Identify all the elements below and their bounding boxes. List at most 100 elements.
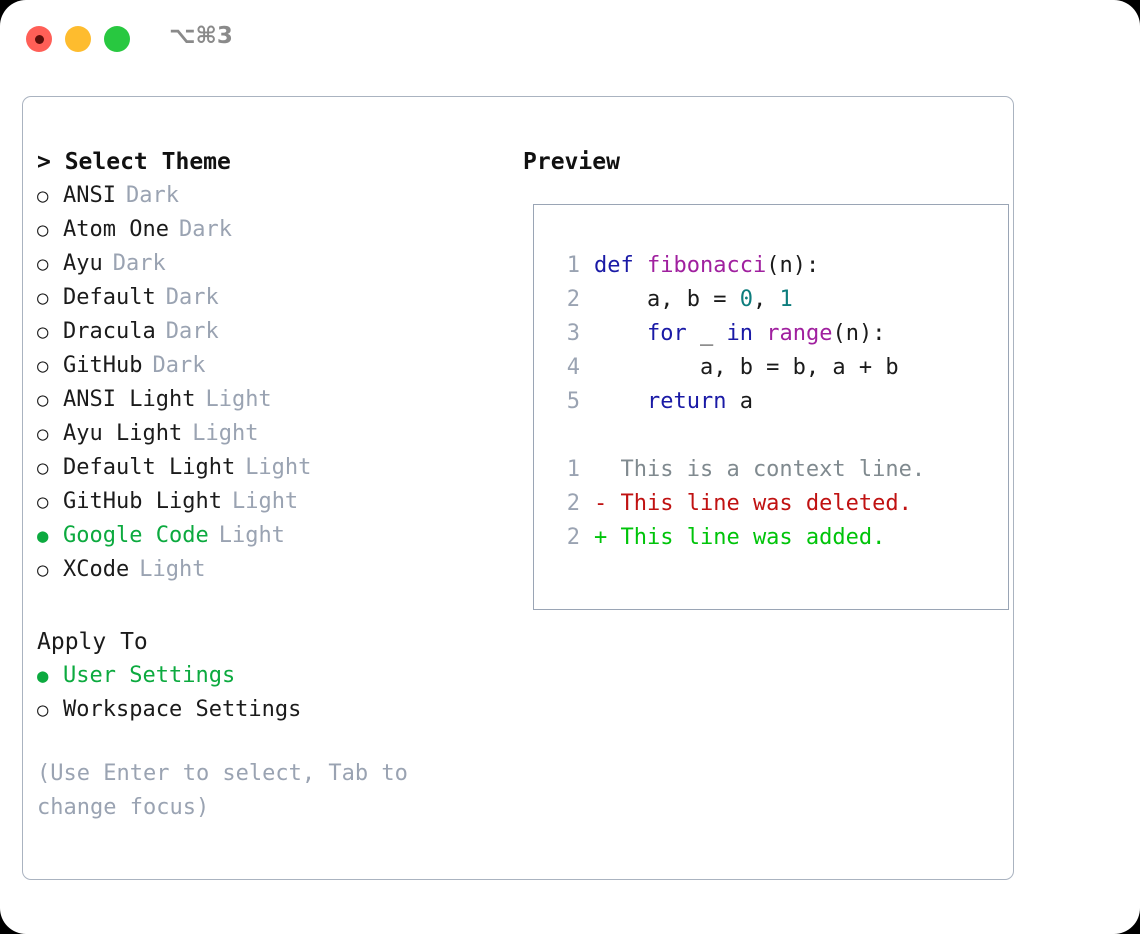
diff-line-add: 2 + This line was added. <box>552 521 925 555</box>
code-token: in <box>726 321 753 346</box>
preview-heading: Preview <box>523 149 620 175</box>
code-line-text: for _ in range(n): <box>594 317 885 351</box>
theme-option-ansi[interactable]: ○ ANSI Dark <box>37 179 492 213</box>
theme-option-category: Light <box>192 421 259 446</box>
theme-option-label: Default Light <box>63 455 236 480</box>
theme-option-label: Ayu Light <box>63 421 183 446</box>
apply-to-option-workspace-settings[interactable]: ○Workspace Settings <box>37 693 492 727</box>
theme-option-category: Dark <box>152 353 206 378</box>
apply-to-option-label: User Settings <box>63 663 236 688</box>
line-number: 1 <box>566 253 580 278</box>
code-token: range <box>766 321 833 346</box>
diff-line-text: + This line was added. <box>594 525 886 550</box>
code-token: a, b = b, a + b <box>594 355 899 380</box>
theme-option-label: Atom One <box>63 217 169 242</box>
code-token: for <box>646 321 687 346</box>
theme-option-category: Dark <box>165 285 219 310</box>
line-number: 2 <box>566 525 580 550</box>
theme-option-ayu-light[interactable]: ○ Ayu Light Light <box>37 417 492 451</box>
theme-option-atom-one[interactable]: ○ Atom One Dark <box>37 213 492 247</box>
theme-option-github[interactable]: ○ GitHub Dark <box>37 349 492 383</box>
theme-option-category: Light <box>139 557 206 582</box>
theme-option-category: Light <box>245 455 312 480</box>
code-token: a <box>726 389 753 414</box>
radio-selected-icon: ● <box>37 665 49 687</box>
code-line: 1 def fibonacci(n): <box>552 249 925 283</box>
theme-option-xcode[interactable]: ○ XCode Light <box>37 553 492 587</box>
close-button[interactable] <box>26 26 52 52</box>
code-line-text: a, b = b, a + b <box>594 351 899 385</box>
radio-unselected-icon: ○ <box>37 355 49 377</box>
code-token <box>594 321 647 346</box>
theme-option-label: ANSI <box>63 183 116 208</box>
theme-option-label: XCode <box>63 557 130 582</box>
line-number: 3 <box>566 321 580 346</box>
theme-option-label: Google Code <box>63 523 209 548</box>
theme-option-category: Dark <box>165 319 219 344</box>
code-line: 5 return a <box>552 385 925 419</box>
theme-option-category: Dark <box>112 251 166 276</box>
apply-to-option-user-settings[interactable]: ● User Settings <box>37 659 492 693</box>
theme-option-category: Light <box>231 489 299 514</box>
code-line: 3 for _ in range(n): <box>552 317 925 351</box>
radio-unselected-icon: ○ <box>37 321 49 343</box>
diff-line-text: This is a context line. <box>594 457 926 482</box>
line-number: 2 <box>566 287 580 312</box>
theme-option-label: GitHub Light <box>63 489 222 514</box>
diff-sample: 1 This is a context line.2- This line wa… <box>552 453 925 555</box>
theme-option-category: Dark <box>178 217 232 242</box>
theme-option-dracula[interactable]: ○ Dracula Dark <box>37 315 492 349</box>
theme-option-label: Default <box>63 285 156 310</box>
code-diff-separator <box>552 419 925 453</box>
radio-unselected-icon: ○ <box>37 287 49 309</box>
theme-option-github-light[interactable]: ○ GitHub Light Light <box>37 485 492 519</box>
code-token: , <box>752 287 780 312</box>
theme-option-label: Dracula <box>63 319 156 344</box>
apply-to-options-list[interactable]: ● User Settings ○Workspace Settings <box>37 659 492 727</box>
theme-option-label: ANSI Light <box>63 387 196 412</box>
theme-option-default[interactable]: ○ Default Dark <box>37 281 492 315</box>
diff-line-text: - This line was deleted. <box>594 491 912 516</box>
code-token: a, b = <box>594 287 740 312</box>
diff-line-del: 2- This line was deleted. <box>552 487 925 521</box>
code-token: return <box>646 389 727 414</box>
radio-unselected-icon: ○ <box>37 559 49 581</box>
code-token: (n): <box>766 253 820 278</box>
code-token: def <box>594 253 647 278</box>
code-line-text: return a <box>594 385 753 419</box>
select-theme-heading: > Select Theme <box>37 149 231 175</box>
theme-option-label: GitHub <box>63 353 143 378</box>
code-token <box>594 389 647 414</box>
apply-to-heading: Apply To <box>37 629 148 655</box>
window-controls <box>26 26 130 52</box>
code-token: fibonacci <box>646 253 767 278</box>
code-token: (n): <box>832 321 886 346</box>
code-line-text: def fibonacci(n): <box>594 249 819 283</box>
apply-to-option-label: Workspace Settings <box>63 697 302 722</box>
list-spacer <box>37 587 492 625</box>
radio-unselected-icon: ○ <box>37 491 49 513</box>
radio-selected-icon: ● <box>37 525 49 547</box>
minimize-button[interactable] <box>65 26 91 52</box>
radio-unselected-icon: ○ <box>37 185 49 207</box>
radio-unselected-icon: ○ <box>37 423 49 445</box>
code-line-text: a, b = 0, 1 <box>594 283 793 317</box>
theme-option-category: Light <box>205 387 272 412</box>
code-token: 0 <box>739 287 753 312</box>
theme-option-label: Ayu <box>63 251 103 276</box>
theme-option-category: Dark <box>125 183 179 208</box>
maximize-button[interactable] <box>104 26 130 52</box>
code-token <box>753 321 766 346</box>
line-number: 1 <box>566 457 580 482</box>
radio-unselected-icon: ○ <box>37 219 49 241</box>
